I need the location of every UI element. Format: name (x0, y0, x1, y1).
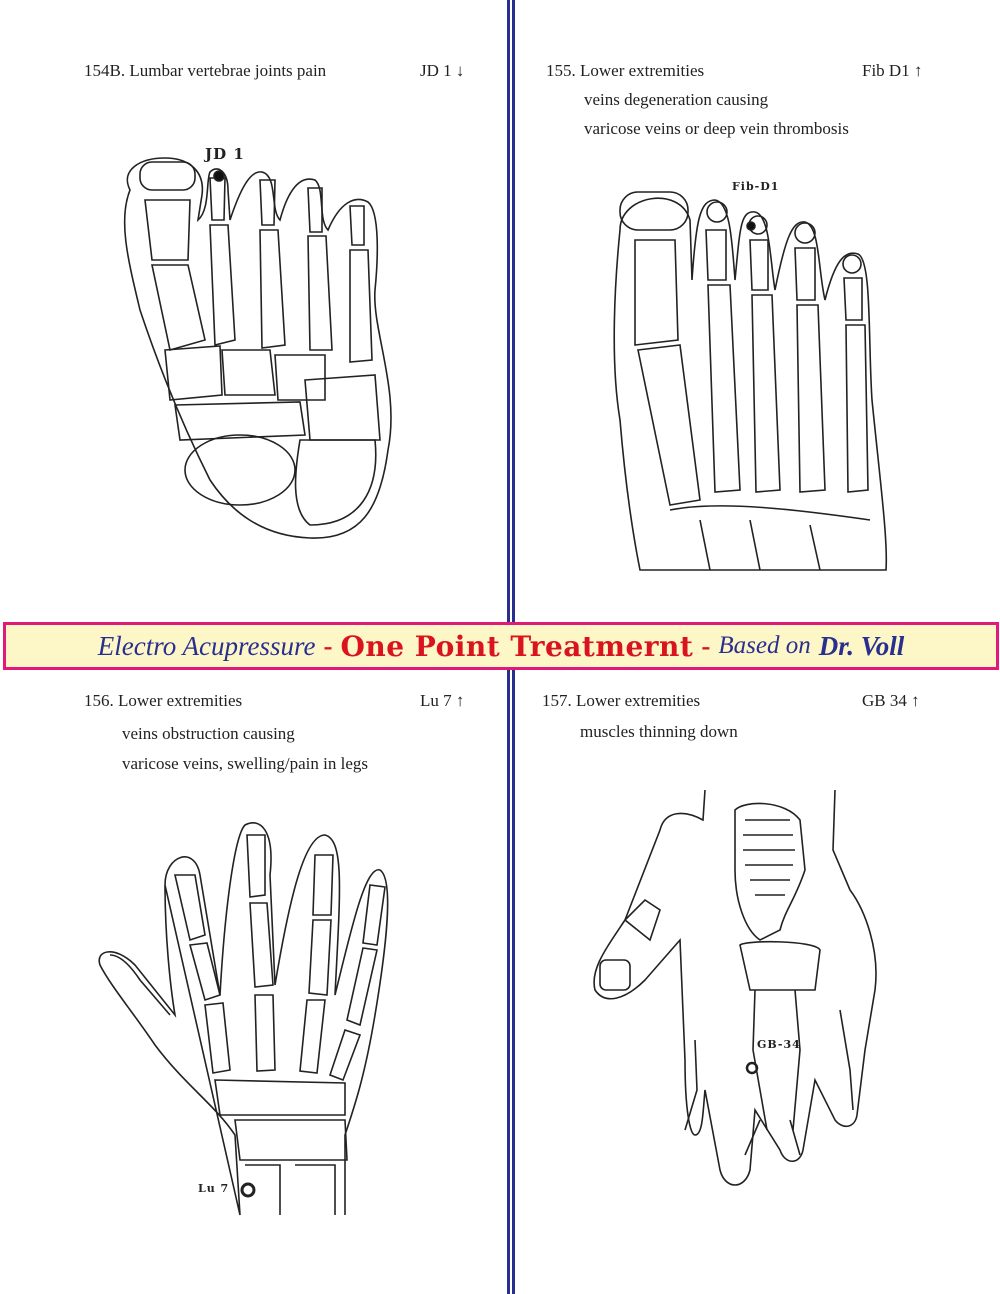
card-title: 155. Lower extremities (546, 61, 705, 80)
point-code: Lu 7 ↑ (420, 691, 465, 710)
title-banner: Electro Acupressure - One Point Treatmer… (3, 622, 999, 670)
banner-separator: - (701, 630, 711, 661)
hand-body-correspondence-icon (593, 789, 877, 1186)
point-label: JD 1 (205, 145, 245, 163)
point-code: Fib D1 ↑ (862, 61, 923, 80)
description-line: veins degeneration causing (584, 90, 769, 109)
description-line: veins obstruction causing (122, 724, 295, 743)
up-arrow-icon: ↑ (455, 691, 465, 710)
up-arrow-icon: ↑ (911, 691, 920, 710)
banner-based-on: Based on (718, 632, 811, 659)
banner-headline: One Point Treatmernt (340, 629, 694, 663)
description-line: varicose veins or deep vein thrombosis (584, 119, 849, 138)
point-label: Lu 7 (198, 1182, 230, 1195)
card-title: 156. Lower extremities (84, 691, 243, 710)
card-title: 154B. Lumbar vertebrae joints pain (84, 61, 327, 80)
description-line: muscles thinning down (580, 722, 738, 741)
description-line: varicose veins, swelling/pain in legs (122, 754, 368, 773)
banner-brand: Electro Acupressure (97, 630, 316, 661)
banner-separator: - (323, 630, 333, 661)
hand-skeleton-icon (98, 822, 389, 1216)
down-arrow-icon: ↓ (455, 61, 465, 80)
toes-skeleton-icon (613, 191, 888, 571)
card-title: 157. Lower extremities (542, 691, 701, 710)
point-code: GB 34 ↑ (862, 691, 920, 710)
point-label: Fib-D1 (732, 180, 780, 193)
banner-author: Dr. Voll (818, 630, 905, 661)
point-code: JD 1 ↓ (420, 61, 465, 80)
up-arrow-icon: ↑ (913, 61, 923, 80)
foot-skeleton-top-icon (123, 157, 392, 539)
point-label: GB-34 (757, 1038, 801, 1051)
